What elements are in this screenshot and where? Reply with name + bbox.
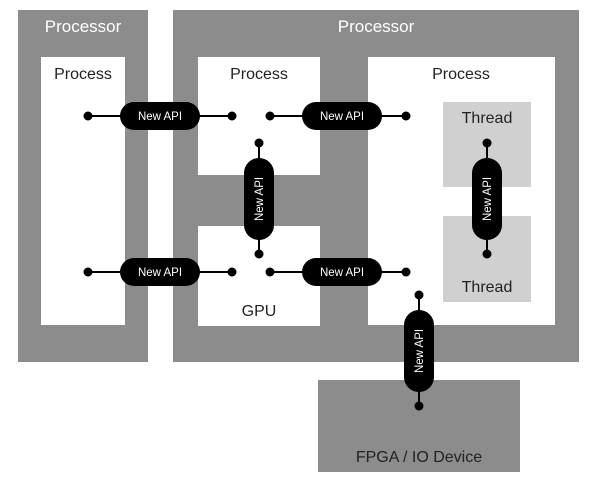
thread-top-label: Thread xyxy=(462,110,513,127)
gpu-label: GPU xyxy=(242,303,277,320)
process-right-label: Process xyxy=(432,66,490,83)
processor-right-label: Processor xyxy=(338,17,415,36)
process-middle-label: Process xyxy=(230,66,288,83)
api-connector-threads: New API xyxy=(472,138,502,259)
api-connector-device: New API xyxy=(404,290,434,411)
api-label: New API xyxy=(138,267,182,279)
api-label: New API xyxy=(254,177,266,221)
api-connector-top-right: New API xyxy=(265,102,411,130)
process-left-label: Process xyxy=(54,66,112,83)
thread-bottom-label: Thread xyxy=(462,279,513,296)
api-label: New API xyxy=(320,267,364,279)
api-label: New API xyxy=(320,111,364,123)
api-connector-process-gpu: New API xyxy=(244,138,274,259)
api-label: New API xyxy=(414,329,426,373)
processor-left-label: Processor xyxy=(45,17,122,36)
api-connector-bottom-left: New API xyxy=(83,258,237,286)
api-connector-top-left: New API xyxy=(83,102,237,130)
api-connector-bottom-right: New API xyxy=(265,258,411,286)
fpga-device-label: FPGA / IO Device xyxy=(356,449,482,466)
api-label: New API xyxy=(138,111,182,123)
api-label: New API xyxy=(482,177,494,221)
process-left-box xyxy=(41,57,125,325)
